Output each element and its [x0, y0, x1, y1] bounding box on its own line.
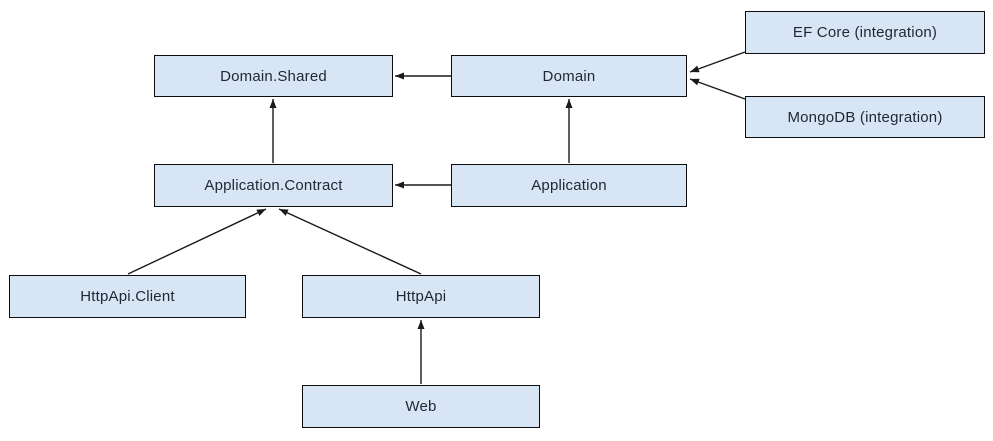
edge-httpapi-to-application-contract	[278, 208, 422, 275]
node-ef-core-integration: EF Core (integration)	[745, 11, 985, 54]
node-mongodb-integration: MongoDB (integration)	[745, 96, 985, 138]
node-ef-core-integration-label: EF Core (integration)	[792, 24, 938, 41]
edge-ef-core-to-domain	[689, 51, 746, 73]
node-domain-label: Domain	[542, 67, 596, 85]
node-httpapi-label: HttpApi	[395, 288, 447, 305]
node-httpapi: HttpApi	[302, 275, 540, 318]
edge-httpapi-client-to-application-contract	[127, 208, 267, 275]
node-httpapi-client: HttpApi.Client	[9, 275, 246, 318]
node-application-label: Application	[531, 177, 607, 194]
node-httpapi-client-label: HttpApi.Client	[80, 288, 175, 305]
node-web: Web	[302, 385, 540, 428]
node-domain-shared: Domain.Shared	[154, 55, 393, 97]
node-application: Application	[451, 164, 687, 207]
node-domain: Domain	[451, 55, 687, 97]
node-domain-shared-label: Domain.Shared	[220, 67, 327, 85]
node-application-contract-label: Application.Contract	[204, 177, 343, 194]
edge-mongodb-to-domain	[689, 78, 746, 100]
node-web-label: Web	[405, 398, 437, 415]
node-application-contract: Application.Contract	[154, 164, 393, 207]
node-mongodb-integration-label: MongoDB (integration)	[787, 108, 943, 126]
